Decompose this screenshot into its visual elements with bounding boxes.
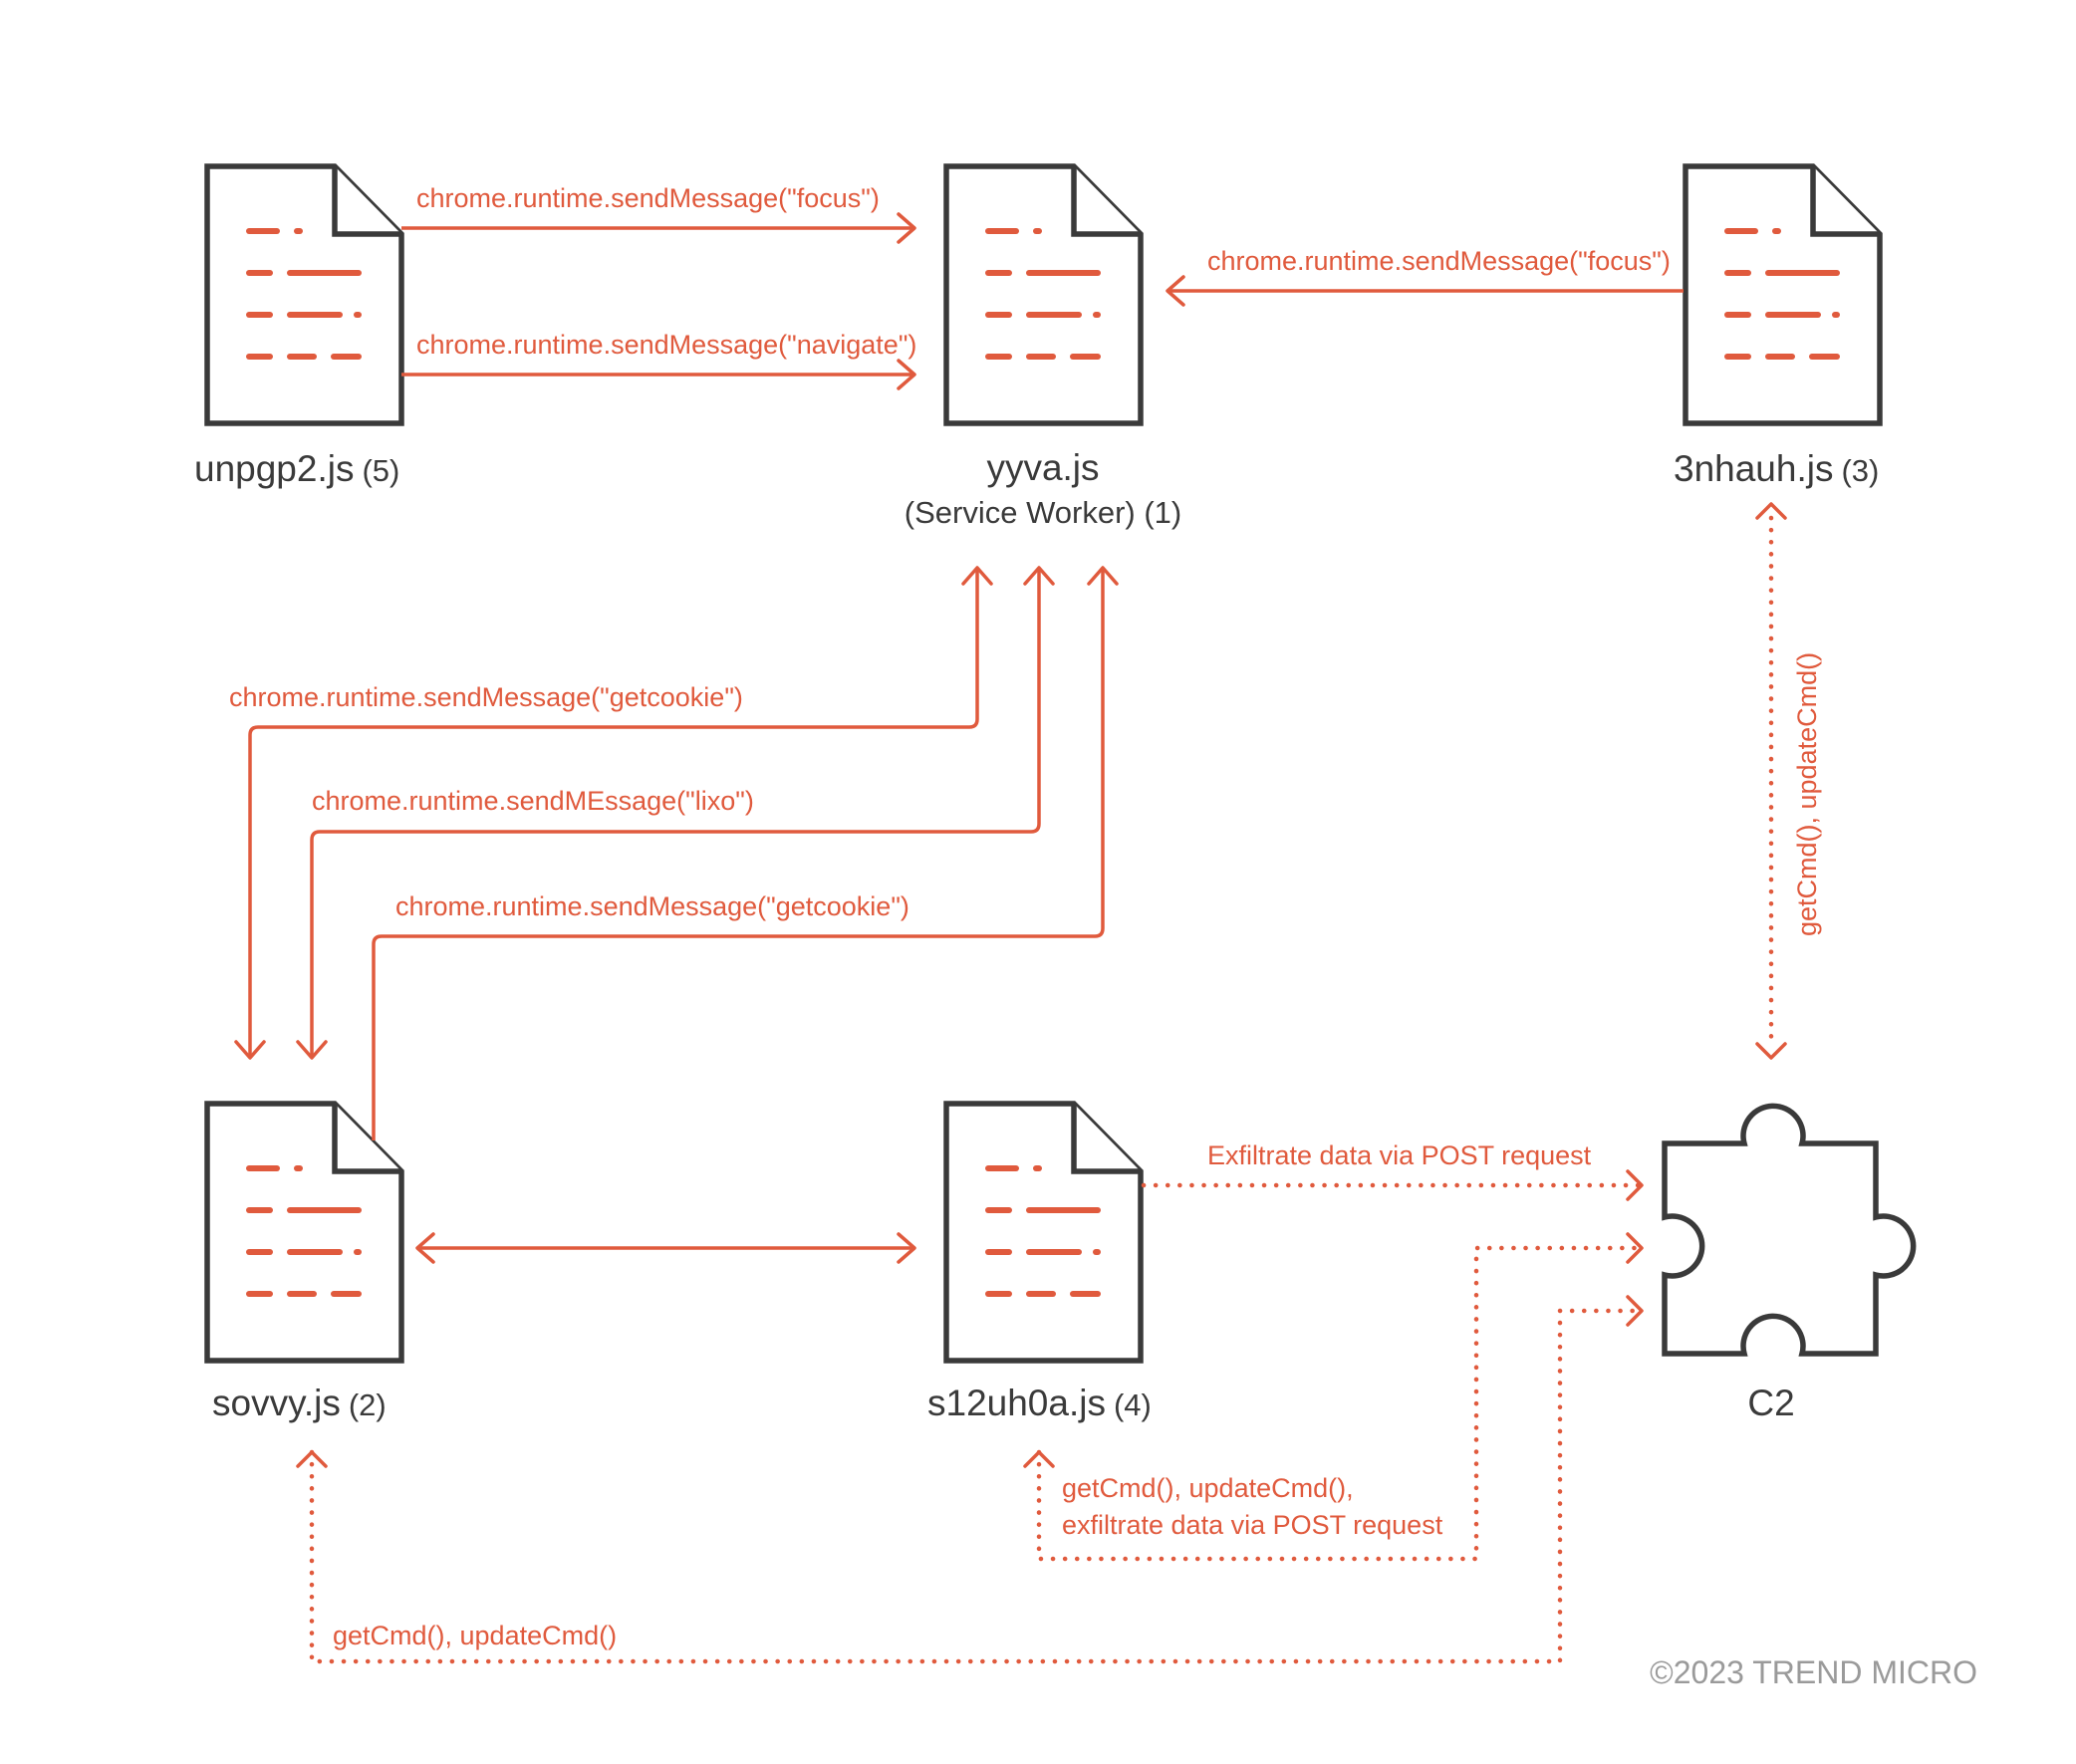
- node-sovvy: sovvy.js(2): [207, 1104, 401, 1423]
- edge-label: getCmd(), updateCmd(),: [1062, 1473, 1354, 1503]
- node-label-sovvy: sovvy.js(2): [212, 1383, 387, 1423]
- edge-label: chrome.runtime.sendMessage("getcookie"): [395, 891, 909, 921]
- arrowhead-down-icon: [234, 1040, 266, 1060]
- arrowhead-down-icon: [296, 1040, 328, 1060]
- arrowhead-up-icon: [1023, 1450, 1055, 1468]
- document-icon: [946, 166, 1141, 423]
- node-c2: C2: [1662, 1103, 1917, 1423]
- edge-label: Exfiltrate data via POST request: [1207, 1140, 1592, 1170]
- arrowhead-down-icon: [1755, 1042, 1787, 1060]
- document-icon: [946, 1104, 1141, 1361]
- edge-s12uh0a-exfil: Exfiltrate data via POST request: [1141, 1140, 1645, 1201]
- arrowhead-left-icon: [1166, 275, 1185, 307]
- copyright-text: ©2023 TREND MICRO: [1650, 1654, 1977, 1690]
- edge-label: getCmd(), updateCmd(): [333, 1621, 617, 1650]
- arrowhead-right-icon: [1626, 1169, 1644, 1201]
- arrowhead-right-icon: [897, 1232, 916, 1264]
- arrowhead-up-icon: [1755, 502, 1787, 520]
- arrowhead-right-icon: [897, 212, 916, 244]
- node-3nhauh: 3nhauh.js(3): [1674, 166, 1880, 489]
- edge-label: chrome.runtime.sendMessage("getcookie"): [229, 682, 743, 712]
- edge-label: chrome.runtime.sendMessage("navigate"): [416, 330, 916, 360]
- edge-unpgp2-focus: chrome.runtime.sendMessage("focus"): [401, 183, 916, 244]
- edge-sovvy-lixo: chrome.runtime.sendMEssage("lixo"): [296, 566, 1055, 1060]
- node-label-c2: C2: [1747, 1383, 1794, 1423]
- arrowhead-up-icon: [1023, 566, 1055, 586]
- arrowhead-right-icon: [1626, 1232, 1644, 1264]
- arrowhead-right-icon: [1626, 1295, 1644, 1327]
- edge-c2-3nhauh: getCmd(), updateCmd(): [1755, 502, 1822, 1060]
- edge-sovvy-c2: getCmd(), updateCmd(): [296, 1295, 1645, 1664]
- node-s12uh0a: s12uh0a.js(4): [927, 1104, 1152, 1423]
- edge-label: chrome.runtime.sendMessage("focus"): [1207, 246, 1671, 276]
- edge-sovvy-getcookie-2: chrome.runtime.sendMessage("getcookie"): [372, 566, 1119, 1140]
- edge-sovvy-s12uh0a: [415, 1232, 916, 1264]
- node-sublabel-yyva: (Service Worker) (1): [905, 495, 1181, 530]
- document-icon: [207, 1104, 401, 1361]
- node-yyva: yyva.js (Service Worker) (1): [905, 166, 1181, 530]
- arrowhead-up-icon: [1087, 566, 1119, 586]
- edge-sovvy-getcookie-1: chrome.runtime.sendMessage("getcookie"): [229, 566, 993, 1060]
- edge-label: chrome.runtime.sendMessage("focus"): [416, 183, 880, 213]
- arrowhead-left-icon: [415, 1232, 435, 1264]
- edge-label: exfiltrate data via POST request: [1062, 1510, 1443, 1540]
- edge-label: chrome.runtime.sendMEssage("lixo"): [312, 786, 754, 816]
- edge-3nhauh-focus: chrome.runtime.sendMessage("focus"): [1166, 246, 1684, 307]
- edge-s12uh0a-c2: getCmd(), updateCmd(), exfiltrate data v…: [1023, 1232, 1645, 1562]
- node-label-s12uh0a: s12uh0a.js(4): [927, 1383, 1152, 1423]
- node-label-3nhauh: 3nhauh.js(3): [1674, 448, 1879, 489]
- node-label-yyva: yyva.js: [986, 447, 1099, 488]
- arrowhead-up-icon: [961, 566, 993, 586]
- puzzle-piece-icon: [1662, 1103, 1917, 1357]
- node-unpgp2: unpgp2.js(5): [194, 166, 401, 489]
- node-label-unpgp2: unpgp2.js(5): [194, 448, 399, 489]
- edge-label: getCmd(), updateCmd(): [1792, 652, 1822, 936]
- edge-unpgp2-navigate: chrome.runtime.sendMessage("navigate"): [401, 330, 916, 390]
- document-icon: [207, 166, 401, 423]
- arrowhead-up-icon: [296, 1450, 328, 1468]
- arrowhead-right-icon: [897, 359, 916, 390]
- document-icon: [1686, 166, 1880, 423]
